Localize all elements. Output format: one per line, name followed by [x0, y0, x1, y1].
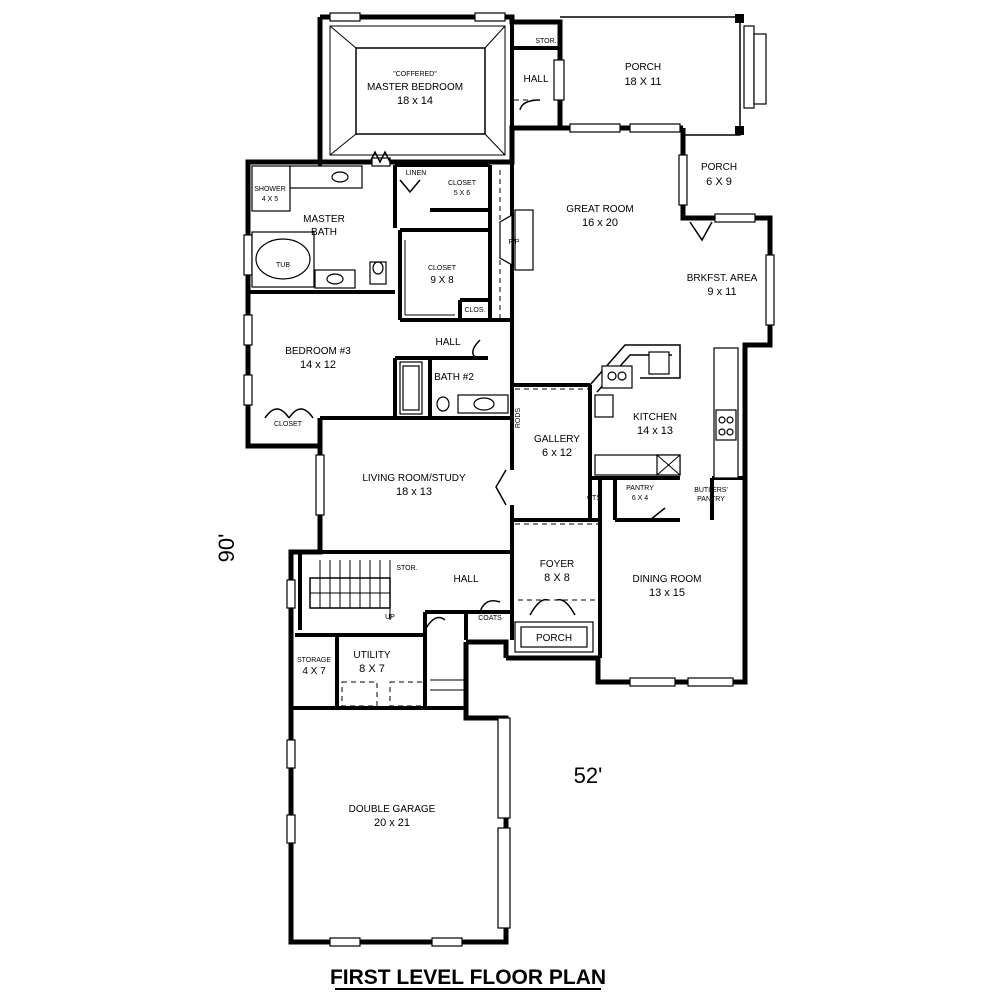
bath2-label: BATH #2 — [434, 372, 474, 383]
closet-master-name: CLOSET — [448, 180, 477, 187]
room-labels: "COFFERED" MASTER BEDROOM 18 x 14 STOR. … — [254, 38, 757, 829]
tub-label: TUB — [276, 262, 290, 269]
closet-walkin-name: CLOSET — [428, 265, 457, 272]
rear-porch-size: 18 X 11 — [624, 76, 661, 88]
side-porch-size: 6 X 9 — [706, 176, 732, 188]
storage-size: 4 X 7 — [302, 666, 326, 677]
rear-porch-name: PORCH — [625, 62, 661, 73]
butlers-name: BUTLERS' — [694, 487, 728, 494]
depth-dimension: 90' — [214, 534, 239, 563]
stor-top-label: STOR. — [535, 38, 556, 45]
side-porch-name: PORCH — [701, 162, 737, 173]
rods-label: RODS — [515, 408, 522, 429]
windows — [243, 12, 775, 947]
master-bedroom-note: "COFFERED" — [393, 71, 437, 78]
stairs — [309, 560, 391, 620]
master-bedroom-name: MASTER BEDROOM — [367, 82, 463, 93]
pantry-name: PANTRY — [626, 485, 654, 492]
utility-size: 8 X 7 — [359, 663, 385, 675]
width-dimension: 52' — [574, 763, 603, 788]
hall-top-label: HALL — [523, 74, 548, 85]
pantry-size: 6 X 4 — [632, 495, 648, 502]
utility-name: UTILITY — [353, 650, 391, 661]
clos-label: CLOS. — [464, 307, 485, 314]
garage-name: DOUBLE GARAGE — [349, 804, 436, 815]
closet-bed3-label: CLOSET — [274, 421, 303, 428]
bedroom3-size: 14 x 12 — [300, 359, 336, 371]
kitchen-name: KITCHEN — [633, 412, 677, 423]
stor-stair-label: STOR. — [396, 565, 417, 572]
fixtures — [251, 99, 739, 707]
bedroom3-name: BEDROOM #3 — [285, 346, 351, 357]
shower-name: SHOWER — [254, 186, 286, 193]
storage-name: STORAGE — [297, 657, 331, 664]
gallery-size: 6 x 12 — [542, 447, 572, 459]
master-bath-name: MASTER — [303, 214, 345, 225]
cts-label: CTS — [587, 495, 601, 502]
plan-title: FIRST LEVEL FLOOR PLAN — [330, 966, 606, 989]
front-porch-label: PORCH — [536, 633, 572, 644]
up-label: UP — [385, 614, 395, 621]
dining-size: 13 x 15 — [649, 587, 685, 599]
master-bath-name2: BATH — [311, 227, 337, 238]
foyer-size: 8 X 8 — [544, 572, 570, 584]
great-room-size: 16 x 20 — [582, 217, 618, 229]
breakfast-size: 9 x 11 — [707, 286, 736, 298]
living-size: 18 x 13 — [396, 486, 432, 498]
hall-mid-label: HALL — [435, 337, 460, 348]
coats-label: COATS — [478, 615, 502, 622]
living-name: LIVING ROOM/STUDY — [362, 473, 466, 484]
master-bedroom-size: 18 x 14 — [397, 95, 433, 107]
linen-label: LINEN — [406, 170, 427, 177]
garage-size: 20 x 21 — [374, 817, 410, 829]
great-room-name: GREAT ROOM — [566, 204, 633, 215]
kitchen-size: 14 x 13 — [637, 425, 673, 437]
breakfast-name: BRKFST. AREA — [687, 273, 758, 284]
gallery-name: GALLERY — [534, 434, 580, 445]
rear-porch-outline — [560, 14, 767, 136]
foyer-name: FOYER — [540, 559, 574, 570]
butlers-name2: PANTRY — [697, 496, 725, 503]
closet-walkin-size: 9 X 8 — [430, 275, 454, 286]
hall-low-label: HALL — [453, 574, 478, 585]
dining-name: DINING ROOM — [633, 574, 702, 585]
doors — [264, 99, 713, 631]
fireplace-label: F/P — [509, 239, 520, 246]
closet-master-size: 5 X 6 — [454, 190, 470, 197]
shower-size: 4 X 5 — [262, 196, 278, 203]
